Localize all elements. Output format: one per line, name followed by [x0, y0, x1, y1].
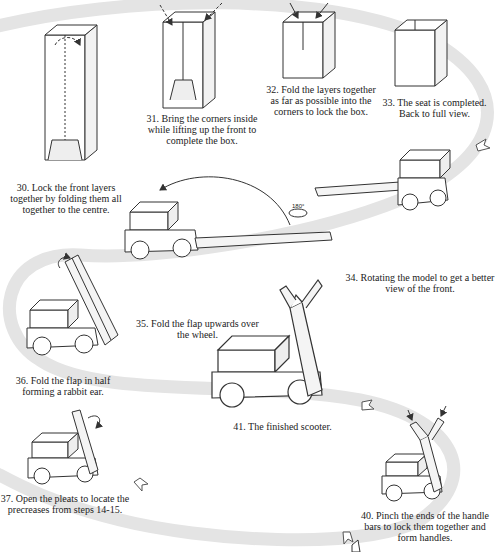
- step-caption: 37. Open the pleats to locate the precre…: [0, 493, 130, 515]
- box-step30-part: [55, 38, 80, 46]
- box-step31: [160, 3, 222, 108]
- step-caption: 32. Fold the layers together as far as p…: [262, 84, 380, 117]
- step-caption: 30. Lock the front layers together by fo…: [0, 182, 132, 215]
- model-step36-part: [33, 337, 51, 355]
- box-step33-part: [395, 30, 435, 86]
- step-caption: 31. Bring the corners inside while lifti…: [142, 113, 262, 146]
- model-step34-part: [400, 160, 440, 178]
- model-step37: [28, 410, 100, 484]
- model-step40-part: [428, 418, 444, 440]
- model-step35-part: [195, 232, 332, 248]
- step-caption: 36. Fold the flap in half forming a rabb…: [2, 375, 124, 397]
- step-caption: 34. Rotating the model to get a better v…: [345, 272, 495, 294]
- model-step34-part: [430, 190, 446, 206]
- partial-model: [352, 540, 360, 552]
- model-step35-part: [160, 177, 290, 225]
- model-step40-part: [420, 436, 442, 492]
- model-step35: [125, 177, 332, 259]
- model-step41-part: [280, 286, 296, 308]
- step-arrow-part: [343, 532, 353, 544]
- model-step36-part: [75, 335, 93, 353]
- box-step32-part: [283, 22, 323, 78]
- model-step37-part: [34, 468, 50, 484]
- box-step31-part: [170, 80, 196, 100]
- rotate-symbol-part: [289, 209, 307, 217]
- model-step40: [382, 406, 446, 501]
- box-step31-part: [160, 5, 172, 25]
- model-step36: [27, 255, 118, 355]
- box-step32-part: [283, 12, 335, 22]
- model-step36-part: [30, 310, 68, 328]
- box-step30-part: [48, 140, 82, 160]
- model-step41: [212, 280, 322, 407]
- partial-model-part: [352, 540, 360, 552]
- step-arrow-part: [134, 478, 148, 491]
- path-band: [0, 3, 487, 540]
- step-arrow-part: [476, 139, 490, 151]
- box-step32-part: [316, 3, 328, 18]
- box-step31-part: [205, 3, 222, 20]
- model-step41-part: [220, 383, 244, 407]
- box-step33-part: [415, 20, 416, 30]
- model-step41-part: [275, 336, 289, 372]
- step-arrow-part: [362, 400, 374, 410]
- box-step30-part: [45, 25, 97, 35]
- box-step31-part: [163, 22, 203, 108]
- model-step37-part: [72, 410, 98, 474]
- model-step34-part: [402, 194, 418, 210]
- model-step37-part: [68, 433, 78, 458]
- model-step41-part: [218, 350, 275, 372]
- model-step36-part: [58, 257, 70, 268]
- box-step33-part: [435, 20, 447, 86]
- model-step35-part: [131, 241, 149, 259]
- box-step33: [395, 20, 447, 86]
- model-step40-part: [410, 422, 428, 440]
- model-step41-part: [290, 302, 322, 396]
- model-step35-part: [130, 212, 168, 230]
- model-step35-part: [168, 202, 178, 230]
- box-step32-part: [290, 3, 298, 18]
- model-step40-part: [386, 462, 418, 476]
- path-band-part: [0, 3, 487, 540]
- rotation-angle: 180°: [292, 203, 312, 210]
- model-step35-part: [173, 239, 191, 257]
- step-caption: 41. The finished scooter.: [225, 421, 340, 432]
- box-step32: [283, 3, 335, 78]
- model-step36-part: [68, 300, 78, 328]
- model-step34-part: [440, 150, 450, 178]
- box-step33-part: [395, 20, 447, 30]
- model-step36-part: [65, 255, 118, 345]
- box-step31-part: [203, 12, 215, 108]
- model-step40-part: [441, 406, 446, 416]
- model-step34-part: [315, 182, 402, 196]
- model-step34: [315, 150, 450, 210]
- model-step41-part: [302, 280, 322, 308]
- step-caption: 35. Fold the flap upwards over the wheel…: [135, 318, 260, 340]
- step-caption: 33. The seat is completed. Back to full …: [382, 97, 487, 119]
- rotate-symbol: [289, 209, 307, 217]
- model-step36-part: [72, 258, 111, 340]
- box-step30-part: [65, 35, 66, 140]
- step-arrow: [134, 139, 490, 544]
- model-step40-part: [386, 485, 402, 501]
- model-step37-part: [32, 442, 68, 458]
- box-step30: [45, 25, 97, 160]
- box-step30-part: [45, 35, 85, 160]
- box-step32-part: [303, 22, 304, 50]
- box-step32-part: [323, 12, 335, 78]
- box-step31-part: [163, 12, 215, 22]
- box-step30-part: [85, 25, 97, 160]
- model-step37-part: [88, 416, 100, 428]
- model-step40-part: [408, 410, 412, 420]
- step-caption: 40. Pinch the ends of the handle bars to…: [355, 510, 495, 543]
